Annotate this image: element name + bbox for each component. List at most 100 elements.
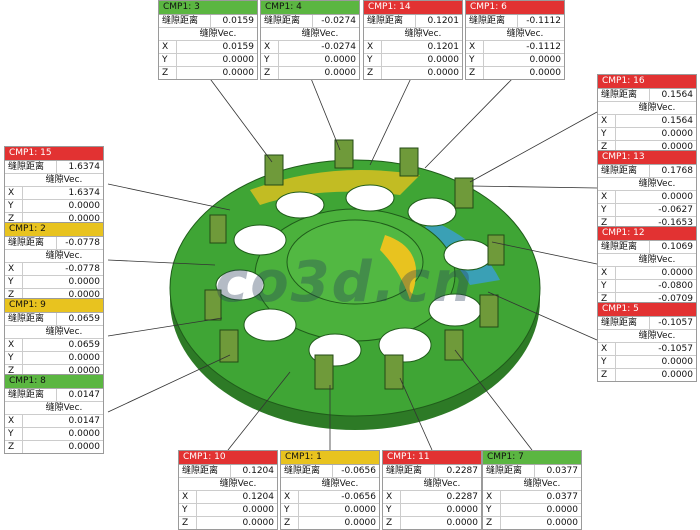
z-value: 0.0000: [427, 68, 460, 78]
distance-label: 缝隙距离: [159, 15, 211, 27]
vector-label: 缝隙Vec.: [301, 29, 339, 39]
callout-title: CMP1: 10: [179, 451, 277, 465]
distance-value: 0.0159: [222, 16, 255, 26]
callout-title: CMP1: 1: [281, 451, 379, 465]
x-value: 0.0000: [661, 192, 694, 202]
y-label: Y: [364, 54, 382, 66]
x-value: 0.0000: [661, 268, 694, 278]
x-label: X: [5, 339, 23, 351]
y-label: Y: [261, 54, 279, 66]
y-label: Y: [5, 276, 23, 288]
x-label: X: [179, 491, 197, 503]
x-label: X: [364, 41, 382, 53]
x-label: X: [598, 343, 616, 355]
z-value: 0.0000: [661, 142, 694, 152]
vector-label: 缝隙Vec.: [45, 327, 83, 337]
z-label: Z: [598, 293, 616, 305]
z-label: Z: [383, 517, 401, 529]
distance-label: 缝隙距离: [5, 237, 57, 249]
vector-label: 缝隙Vec.: [638, 179, 676, 189]
x-value: -0.0656: [341, 492, 376, 502]
z-label: Z: [466, 67, 484, 79]
distance-label: 缝隙距离: [179, 465, 231, 477]
ring-part: [169, 139, 541, 430]
distance-value: 0.0147: [68, 390, 101, 400]
vector-label: 缝隙Vec.: [523, 479, 561, 489]
y-value: 0.0000: [546, 505, 579, 515]
x-label: X: [281, 491, 299, 503]
y-value: 0.0000: [68, 201, 101, 211]
y-value: 0.0000: [446, 505, 479, 515]
distance-label: 缝隙距离: [383, 465, 435, 477]
x-label: X: [261, 41, 279, 53]
y-label: Y: [5, 200, 23, 212]
distance-value: -0.1112: [526, 16, 561, 26]
z-label: Z: [5, 289, 23, 301]
z-value: 0.0000: [222, 68, 255, 78]
y-value: 0.0000: [344, 505, 377, 515]
y-label: Y: [383, 504, 401, 516]
y-label: Y: [598, 204, 616, 216]
x-value: 0.0159: [222, 42, 255, 52]
y-value: -0.0800: [658, 281, 693, 291]
x-label: X: [598, 191, 616, 203]
callout-title: CMP1: 13: [598, 151, 696, 165]
x-value: 0.1201: [427, 42, 460, 52]
vector-label: 缝隙Vec.: [638, 255, 676, 265]
callout-title: CMP1: 4: [261, 1, 359, 15]
vector-label: 缝隙Vec.: [199, 29, 237, 39]
vector-label: 缝隙Vec.: [45, 251, 83, 261]
z-label: Z: [261, 67, 279, 79]
y-value: 0.0000: [242, 505, 275, 515]
distance-value: 0.0377: [546, 466, 579, 476]
z-value: 0.0000: [446, 518, 479, 528]
x-label: X: [5, 263, 23, 275]
x-value: 0.0659: [68, 340, 101, 350]
z-label: Z: [5, 441, 23, 453]
y-value: -0.0627: [658, 205, 693, 215]
z-value: 0.0000: [68, 366, 101, 376]
distance-value: -0.0778: [65, 238, 100, 248]
callout-title: CMP1: 7: [483, 451, 581, 465]
distance-value: -0.1057: [658, 318, 693, 328]
vector-label: 缝隙Vec.: [506, 29, 544, 39]
x-label: X: [483, 491, 501, 503]
distance-label: 缝隙距离: [5, 161, 57, 173]
z-label: Z: [5, 213, 23, 225]
vector-label: 缝隙Vec.: [45, 403, 83, 413]
z-value: 0.0000: [68, 442, 101, 452]
z-label: Z: [598, 369, 616, 381]
y-value: 0.0000: [661, 129, 694, 139]
x-value: 0.1564: [661, 116, 694, 126]
x-value: 1.6374: [68, 188, 101, 198]
y-label: Y: [159, 54, 177, 66]
x-label: X: [5, 415, 23, 427]
z-value: -0.0709: [658, 294, 693, 304]
distance-label: 缝隙距离: [261, 15, 313, 27]
x-value: 0.2287: [446, 492, 479, 502]
callout-title: CMP1: 9: [5, 299, 103, 313]
distance-label: 缝隙距离: [483, 465, 535, 477]
distance-label: 缝隙距离: [5, 389, 57, 401]
y-label: Y: [598, 128, 616, 140]
z-label: Z: [598, 217, 616, 229]
y-label: Y: [466, 54, 484, 66]
callout-title: CMP1: 3: [159, 1, 257, 15]
z-value: 0.0000: [242, 518, 275, 528]
x-value: 0.0377: [546, 492, 579, 502]
distance-label: 缝隙距离: [5, 313, 57, 325]
z-label: Z: [5, 365, 23, 377]
x-value: 0.1204: [242, 492, 275, 502]
y-label: Y: [5, 352, 23, 364]
x-value: -0.0778: [65, 264, 100, 274]
y-value: 0.0000: [427, 55, 460, 65]
